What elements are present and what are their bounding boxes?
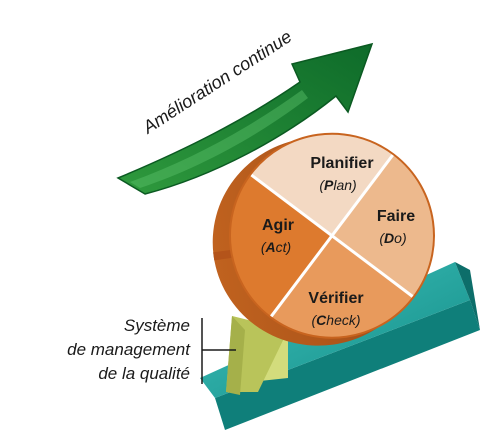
ramp-side xyxy=(215,300,480,430)
wedge-face xyxy=(226,316,245,395)
check-subtitle: (Check) xyxy=(311,312,360,328)
improvement-arrow xyxy=(116,42,374,195)
act-subtitle: (Act) xyxy=(261,239,291,255)
wedge-label-line3: de la qualité xyxy=(98,364,190,383)
wheel-labels: Planifier (Plan) Faire (Do) Vérifier (Ch… xyxy=(261,155,415,328)
wedge-label-line1: Système xyxy=(124,316,190,335)
quadrant-check xyxy=(270,235,414,338)
plan-subtitle: (Plan) xyxy=(319,177,356,193)
plan-title: Planifier xyxy=(310,155,373,172)
do-subtitle: (Do) xyxy=(379,230,406,246)
quadrant-do xyxy=(331,154,434,298)
arrow-highlight xyxy=(130,90,308,188)
check-title: Vérifier xyxy=(308,290,363,307)
wheel-face xyxy=(228,132,435,339)
quadrant-act xyxy=(230,174,332,318)
act-title: Agir xyxy=(262,217,294,234)
ramp-end xyxy=(455,262,480,330)
wedge-label-group: Système de management de la qualité xyxy=(67,316,236,384)
pdca-wheel xyxy=(212,132,435,346)
arrow-body xyxy=(116,42,374,195)
wedge-label-line2: de management xyxy=(67,340,191,359)
quadrant-plan xyxy=(250,133,394,236)
do-title: Faire xyxy=(377,208,415,225)
